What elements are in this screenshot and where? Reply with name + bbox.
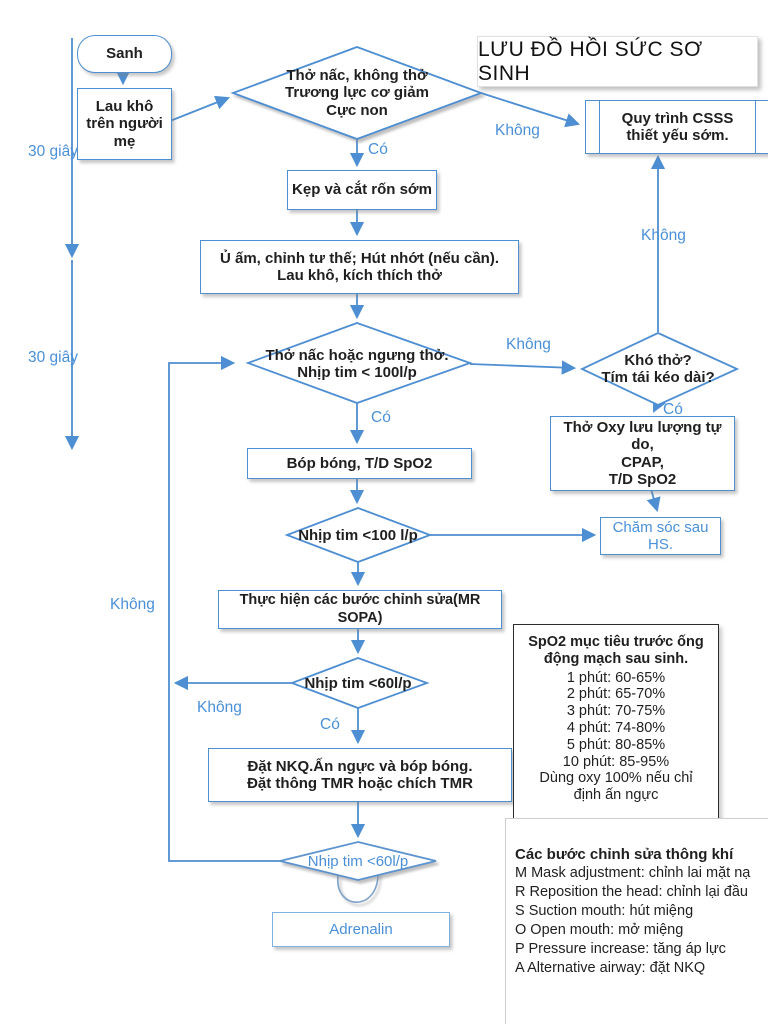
decision-gasp-hr100-text: Thở nấc hoặc ngưng thở. Nhịp tim < 100l/… bbox=[265, 346, 449, 382]
curved-connector-to-adrenalin bbox=[337, 868, 379, 903]
process-bag-mask: Bóp bóng, T/D SpO2 bbox=[247, 448, 472, 479]
start-node: Sanh bbox=[77, 35, 172, 73]
process-warm-position: Ủ ấm, chỉnh tư thế; Hút nhớt (nếu cần). … bbox=[200, 240, 519, 294]
label-no-3: Không bbox=[506, 336, 551, 353]
label-no-1: Không bbox=[495, 122, 540, 139]
label-yes-3: Có bbox=[371, 409, 391, 426]
spo2-line-4: 4 phút: 74-80% bbox=[566, 719, 666, 736]
arrow-dry-to-decision1 bbox=[169, 95, 231, 122]
spo2-line-7: Dùng oxy 100% nếu chỉ định ấn ngực bbox=[539, 770, 693, 804]
mrsopa-panel: Các bước chỉnh sửa thông khí M Mask adju… bbox=[505, 818, 768, 1024]
label-30s-1: 30 giây bbox=[28, 143, 78, 160]
label-no-4: Không bbox=[110, 596, 155, 613]
spo2-line-5: 5 phút: 80-85% bbox=[566, 736, 666, 753]
label-no-5: Không bbox=[197, 699, 242, 716]
decision-hr60-1-text: Nhịp tim <60l/p bbox=[304, 675, 412, 693]
process-clamp-cord: Kẹp và cắt rốn sớm bbox=[287, 170, 437, 210]
decision-dyspnea-text: Khó thở? Tím tái kéo dài? bbox=[601, 351, 715, 387]
mrsopa-panel-title: Các bước chỉnh sửa thông khí bbox=[515, 846, 734, 863]
mrsopa-line-s: S Suction mouth: hút miệng bbox=[515, 903, 694, 919]
mrsopa-line-a: A Alternative airway: đặt NKQ bbox=[515, 960, 706, 976]
decision-gasp-hr100-diamond bbox=[245, 322, 473, 404]
decision-hr60-1-diamond bbox=[289, 657, 430, 709]
process-post-resus-care: Chăm sóc sau HS. bbox=[600, 517, 721, 555]
arrow-decision1-no bbox=[480, 92, 581, 128]
process-corrective-steps: Thực hiện các bước chỉnh sửa(MR SOPA) bbox=[218, 590, 502, 629]
label-yes-1: Có bbox=[368, 141, 388, 158]
spo2-panel-title: SpO2 mục tiêu trước ống động mạch sau si… bbox=[528, 634, 704, 667]
spo2-line-3: 3 phút: 70-75% bbox=[566, 703, 666, 720]
label-yes-4: Có bbox=[320, 716, 340, 733]
spo2-target-panel: SpO2 mục tiêu trước ống động mạch sau si… bbox=[513, 624, 719, 825]
spo2-line-1: 1 phút: 60-65% bbox=[566, 669, 666, 686]
mrsopa-line-p: P Pressure increase: tăng áp lực bbox=[515, 941, 726, 957]
process-oxygen-cpap: Thở Oxy lưu lượng tự do, CPAP, T/D SpO2 bbox=[550, 416, 735, 491]
process-dry-on-mother: Lau khô trên người mẹ bbox=[77, 88, 172, 160]
arrow-oxygen-to-care bbox=[646, 488, 661, 513]
process-adrenalin: Adrenalin bbox=[272, 912, 450, 947]
page-title: LƯU ĐỒ HỒI SỨC SƠ SINH bbox=[477, 36, 758, 87]
loop-back-line bbox=[168, 355, 280, 862]
process-intubate-compress: Đặt NKQ.Ấn ngực và bóp bóng. Đặt thông T… bbox=[208, 748, 512, 802]
mrsopa-line-m: M Mask adjustment: chỉnh lai mặt nạ bbox=[515, 865, 751, 881]
label-no-2: Không bbox=[641, 227, 686, 244]
label-yes-2: Có bbox=[663, 401, 683, 418]
decision-hr60-2-text: Nhịp tim <60l/p bbox=[307, 853, 409, 871]
spo2-line-6: 10 phút: 85-95% bbox=[562, 753, 670, 770]
decision-hr100-text: Nhịp tim <100 l/p bbox=[298, 527, 418, 545]
mrsopa-line-o: O Open mouth: mở miệng bbox=[515, 922, 684, 938]
process-essential-care: Quy trình CSSS thiết yếu sớm. bbox=[585, 100, 768, 154]
arrow-decision2-no bbox=[469, 360, 577, 375]
decision-breathing-text: Thở nấc, không thở Trương lực cơ giảm Cự… bbox=[285, 66, 429, 119]
mrsopa-line-r: R Reposition the head: chỉnh lại đầu bbox=[515, 884, 748, 900]
arrow-dyspnea-yes bbox=[653, 396, 666, 413]
label-30s-2: 30 giây bbox=[28, 349, 78, 366]
spo2-line-2: 2 phút: 65-70% bbox=[566, 686, 666, 703]
decision-hr60-2-diamond bbox=[279, 841, 437, 881]
decision-breathing-diamond bbox=[230, 46, 484, 140]
decision-dyspnea-diamond bbox=[579, 332, 740, 406]
decision-hr100-diamond bbox=[284, 507, 433, 563]
